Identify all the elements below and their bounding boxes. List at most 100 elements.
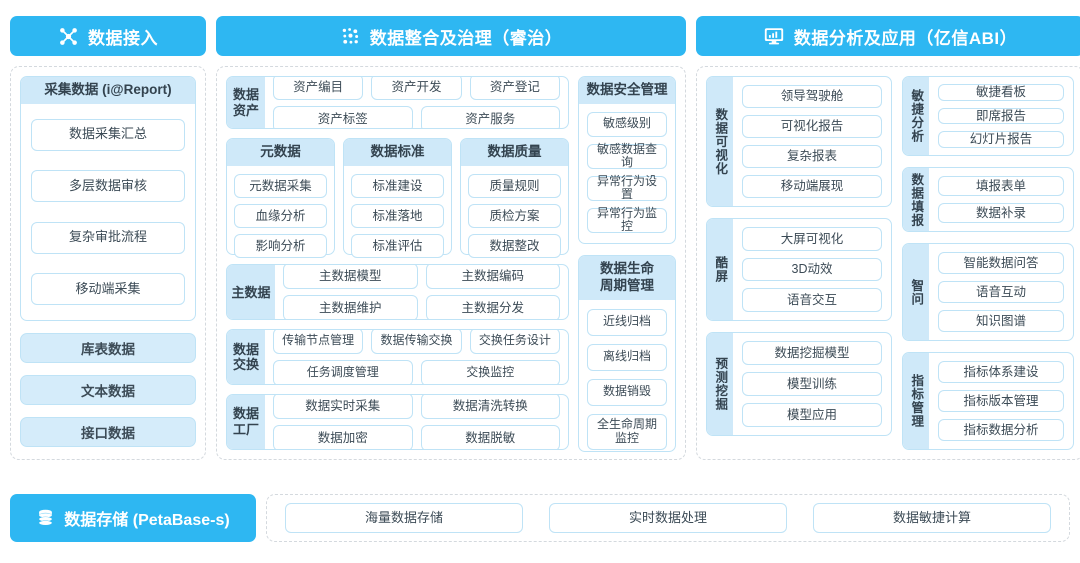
chip-source-2[interactable]: 接口数据 xyxy=(20,417,196,447)
group-master-data: 主数据 主数据模型 主数据编码 主数据维护 主数据分发 xyxy=(226,264,569,321)
chip-cool-1[interactable]: 3D动效 xyxy=(742,257,882,282)
chip-asset-service[interactable]: 资产服务 xyxy=(420,105,560,129)
chip-sec-0[interactable]: 敏感级别 xyxy=(587,111,667,137)
analysis-layout: 数据可视化 领导驾驶舱 可视化报告 复杂报表 移动端展现 酷屏 xyxy=(706,76,1074,451)
chip-life-2[interactable]: 数据销毁 xyxy=(587,378,667,406)
chip-fact-clean[interactable]: 数据清洗转换 xyxy=(420,395,560,420)
header-data-storage[interactable]: 数据存储 (PetaBase-s) xyxy=(10,494,256,542)
chip-meta-2[interactable]: 影响分析 xyxy=(234,234,327,259)
chip-fact-realtime[interactable]: 数据实时采集 xyxy=(273,395,413,420)
chip-qual-1[interactable]: 质检方案 xyxy=(468,204,561,229)
card-metadata-items: 元数据采集 血缘分析 影响分析 xyxy=(227,166,334,266)
chip-master-model[interactable]: 主数据模型 xyxy=(283,265,418,290)
chip-master-code[interactable]: 主数据编码 xyxy=(425,265,560,290)
chip-kpi-1[interactable]: 指标版本管理 xyxy=(938,390,1064,413)
column-data-access: 数据接入 采集数据 (i@Report) 数据采集汇总 多层数据审核 复杂审批流… xyxy=(10,16,206,460)
chip-fill-0[interactable]: 填报表单 xyxy=(938,176,1064,197)
chip-acq-3[interactable]: 移动端采集 xyxy=(31,273,185,306)
group-data-exchange: 数据交换 传输节点管理 数据传输交换 交换任务设计 任务调度管理 交换监控 xyxy=(226,329,569,386)
chip-viz-0[interactable]: 领导驾驶舱 xyxy=(742,85,882,108)
chip-exch-schedule[interactable]: 任务调度管理 xyxy=(273,360,413,385)
chip-cool-2[interactable]: 语音交互 xyxy=(742,288,882,313)
chip-viz-1[interactable]: 可视化报告 xyxy=(742,115,882,138)
group-predictive-mining-label: 预测挖掘 xyxy=(707,333,733,435)
data-access-body: 采集数据 (i@Report) 数据采集汇总 多层数据审核 复杂审批流程 移动端… xyxy=(10,66,206,460)
chip-life-3[interactable]: 全生命周期 监控 xyxy=(587,413,667,450)
group-cool-screen-body: 大屏可视化 3D动效 语音交互 xyxy=(733,219,891,320)
chip-pred-0[interactable]: 数据挖掘模型 xyxy=(742,341,882,365)
chip-asset-tag[interactable]: 资产标签 xyxy=(273,105,413,129)
chip-meta-0[interactable]: 元数据采集 xyxy=(234,174,327,199)
chip-kpi-0[interactable]: 指标体系建设 xyxy=(938,361,1064,384)
monitor-chart-icon xyxy=(763,25,785,47)
card-data-security-items: 敏感级别 敏感数据查询 异常行为设置 异常行为监控 xyxy=(579,104,675,243)
chip-std-2[interactable]: 标准评估 xyxy=(351,234,444,259)
header-data-access[interactable]: 数据接入 xyxy=(10,16,206,56)
data-source-list: 库表数据 文本数据 接口数据 xyxy=(20,333,196,447)
group-data-factory-body: 数据实时采集 数据清洗转换 数据加密 数据脱敏 xyxy=(265,395,568,449)
chip-sec-2[interactable]: 异常行为设置 xyxy=(587,174,667,201)
chip-qual-2[interactable]: 数据整改 xyxy=(468,234,561,259)
chip-std-0[interactable]: 标准建设 xyxy=(351,174,444,199)
chip-storage-0[interactable]: 海量数据存储 xyxy=(285,503,523,533)
chip-sec-1[interactable]: 敏感数据查询 xyxy=(587,142,667,169)
chip-asset-catalog[interactable]: 资产编目 xyxy=(273,77,364,100)
chip-life-0[interactable]: 近线归档 xyxy=(587,308,667,336)
chip-life-1[interactable]: 离线归档 xyxy=(587,343,667,371)
chip-ask-2[interactable]: 知识图谱 xyxy=(938,310,1064,333)
chip-agile-1[interactable]: 即席报告 xyxy=(938,107,1064,125)
chip-source-0[interactable]: 库表数据 xyxy=(20,333,196,363)
chip-ask-1[interactable]: 语音互动 xyxy=(938,281,1064,304)
chip-fact-encrypt[interactable]: 数据加密 xyxy=(273,425,413,449)
chip-master-maintain[interactable]: 主数据维护 xyxy=(283,295,418,320)
chip-storage-2[interactable]: 数据敏捷计算 xyxy=(813,503,1051,533)
group-data-factory-label: 数据工厂 xyxy=(227,395,265,449)
group-master-data-label: 主数据 xyxy=(227,265,275,320)
group-data-factory: 数据工厂 数据实时采集 数据清洗转换 数据加密 数据脱敏 xyxy=(226,394,569,450)
chip-ask-0[interactable]: 智能数据问答 xyxy=(938,252,1064,275)
chip-acq-2[interactable]: 复杂审批流程 xyxy=(31,221,185,254)
group-data-filling-body: 填报表单 数据补录 xyxy=(929,168,1073,231)
chip-asset-develop[interactable]: 资产开发 xyxy=(371,77,462,100)
chip-fill-1[interactable]: 数据补录 xyxy=(938,203,1064,224)
governance-side: 数据安全管理 敏感级别 敏感数据查询 异常行为设置 异常行为监控 数据生命 xyxy=(578,76,676,452)
lifecycle-title-line2: 周期管理 xyxy=(600,277,654,293)
chip-meta-1[interactable]: 血缘分析 xyxy=(234,204,327,229)
chip-exch-monitor[interactable]: 交换监控 xyxy=(420,360,560,385)
data-analysis-body: 数据可视化 领导驾驶舱 可视化报告 复杂报表 移动端展现 酷屏 xyxy=(696,66,1080,460)
chip-sec-3[interactable]: 异常行为监控 xyxy=(587,206,667,233)
column-data-analysis: 数据分析及应用（亿信ABI） 数据可视化 领导驾驶舱 可视化报告 复杂报表 xyxy=(696,16,1080,460)
chip-pred-2[interactable]: 模型应用 xyxy=(742,403,882,427)
chip-source-1[interactable]: 文本数据 xyxy=(20,375,196,405)
chip-qual-0[interactable]: 质量规则 xyxy=(468,174,561,199)
chip-acq-0[interactable]: 数据采集汇总 xyxy=(31,118,185,151)
group-data-visualization-body: 领导驾驶舱 可视化报告 复杂报表 移动端展现 xyxy=(733,77,891,206)
group-data-visualization: 数据可视化 领导驾驶舱 可视化报告 复杂报表 移动端展现 xyxy=(706,76,892,207)
chip-fact-mask[interactable]: 数据脱敏 xyxy=(420,425,560,449)
chip-cool-0[interactable]: 大屏可视化 xyxy=(742,227,882,251)
chip-agile-2[interactable]: 幻灯片报告 xyxy=(938,131,1064,148)
chip-kpi-2[interactable]: 指标数据分析 xyxy=(938,419,1064,442)
chip-exch-node[interactable]: 传输节点管理 xyxy=(273,330,364,355)
chip-pred-1[interactable]: 模型训练 xyxy=(742,372,882,396)
header-data-governance[interactable]: 数据整合及治理（睿治） xyxy=(216,16,686,56)
group-smart-ask: 智问 智能数据问答 语音互动 知识图谱 xyxy=(902,243,1074,342)
card-acquisition-data: 采集数据 (i@Report) 数据采集汇总 多层数据审核 复杂审批流程 移动端… xyxy=(20,76,196,321)
chip-exch-transfer[interactable]: 数据传输交换 xyxy=(371,330,462,355)
chip-viz-3[interactable]: 移动端展现 xyxy=(742,175,882,198)
database-icon xyxy=(36,508,55,528)
chip-exch-task-design[interactable]: 交换任务设计 xyxy=(469,330,560,355)
chip-agile-0[interactable]: 敏捷看板 xyxy=(938,84,1064,101)
chip-asset-register[interactable]: 资产登记 xyxy=(469,77,560,100)
data-governance-body: 数据资产 资产编目 资产开发 资产登记 资产标签 资产服务 xyxy=(216,66,686,460)
chip-acq-1[interactable]: 多层数据审核 xyxy=(31,170,185,203)
chip-life-3-line2: 监控 xyxy=(614,430,639,445)
chip-std-1[interactable]: 标准落地 xyxy=(351,204,444,229)
group-data-assets-label: 数据资产 xyxy=(227,77,265,129)
chip-storage-1[interactable]: 实时数据处理 xyxy=(549,503,787,533)
chip-viz-2[interactable]: 复杂报表 xyxy=(742,145,882,168)
group-data-filling: 数据填报 填报表单 数据补录 xyxy=(902,167,1074,233)
group-data-exchange-body: 传输节点管理 数据传输交换 交换任务设计 任务调度管理 交换监控 xyxy=(265,330,568,385)
header-data-analysis[interactable]: 数据分析及应用（亿信ABI） xyxy=(696,16,1080,56)
chip-master-distribute[interactable]: 主数据分发 xyxy=(425,295,560,320)
